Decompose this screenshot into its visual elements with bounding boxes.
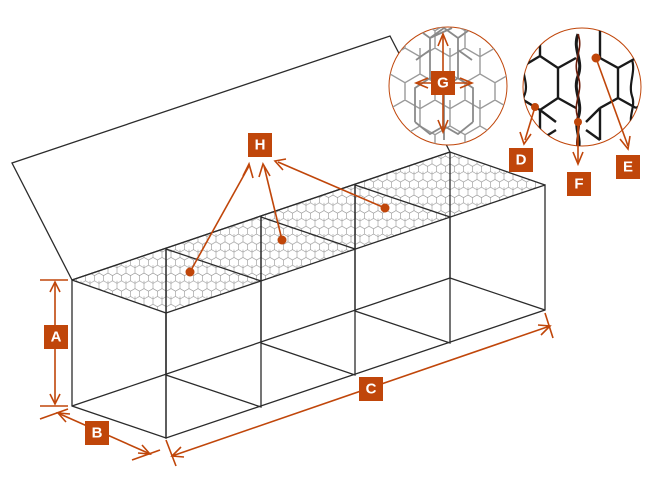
h-marker-3 bbox=[380, 203, 390, 213]
svg-text:A: A bbox=[51, 329, 62, 346]
label-g: G bbox=[431, 71, 455, 95]
svg-text:G: G bbox=[437, 75, 449, 92]
gabion-box bbox=[71, 151, 546, 439]
label-e: E bbox=[616, 155, 640, 179]
svg-text:D: D bbox=[516, 152, 527, 169]
label-c: C bbox=[359, 377, 383, 401]
svg-text:B: B bbox=[92, 425, 103, 442]
label-h: H bbox=[248, 133, 272, 157]
svg-text:E: E bbox=[623, 159, 633, 176]
svg-text:C: C bbox=[366, 381, 377, 398]
label-b: B bbox=[85, 421, 109, 445]
detail-selvedge bbox=[519, 27, 642, 167]
label-d: D bbox=[509, 148, 533, 172]
h-marker-2 bbox=[277, 235, 287, 245]
h-marker-1 bbox=[185, 267, 195, 277]
leaders-h bbox=[185, 158, 390, 277]
label-f: F bbox=[567, 172, 591, 196]
svg-text:F: F bbox=[574, 176, 583, 193]
svg-text:H: H bbox=[255, 137, 266, 154]
label-a: A bbox=[44, 325, 68, 349]
